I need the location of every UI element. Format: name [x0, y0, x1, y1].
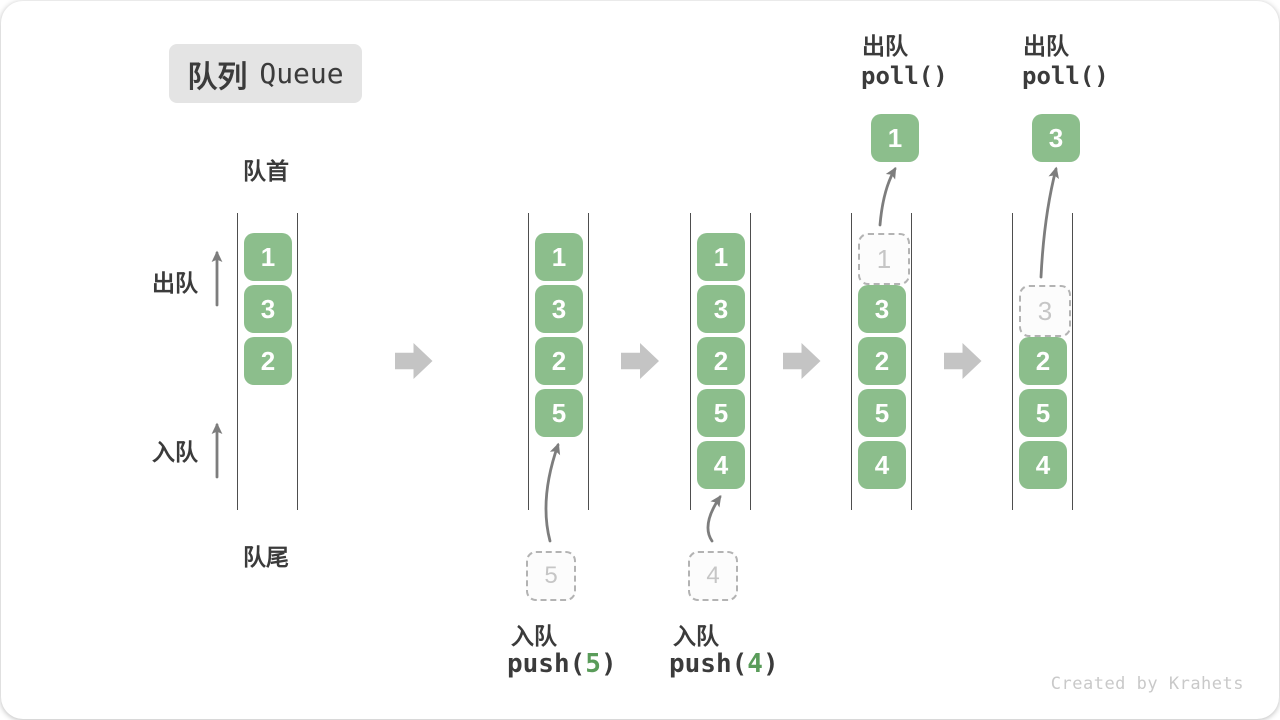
label-enqueue-side: 入队 [152, 439, 198, 465]
push-arg-value: 4 [747, 649, 763, 679]
queue-channel [528, 213, 589, 510]
queue-item: 2 [535, 337, 583, 385]
queue-item: 3 [858, 285, 906, 333]
dequeue-label: 出队 [862, 33, 908, 59]
queue-channel [690, 213, 751, 510]
dequeued-item: 1 [871, 114, 919, 162]
queue-item-removed: 3 [1019, 285, 1071, 337]
queue-item: 5 [697, 389, 745, 437]
queue-item: 5 [1019, 389, 1067, 437]
enqueue-label: 入队 [511, 623, 557, 649]
label-queue-rear: 队尾 [243, 544, 289, 570]
queue-item: 3 [535, 285, 583, 333]
queue-item: 4 [1019, 441, 1067, 489]
title-en: Queue [259, 57, 344, 90]
queue-item: 4 [697, 441, 745, 489]
queue-channel [237, 213, 298, 510]
watermark: Created by Krahets [1050, 674, 1244, 694]
enqueue-label: 入队 [673, 623, 719, 649]
queue-item: 1 [244, 233, 292, 281]
label-queue-front: 队首 [243, 158, 289, 184]
poll-code-label: poll() [1022, 62, 1109, 90]
queue-item: 1 [535, 233, 583, 281]
queue-item: 5 [535, 389, 583, 437]
label-dequeue-side: 出队 [152, 270, 198, 296]
title-zh: 队列 [187, 60, 248, 94]
queue-item: 2 [858, 337, 906, 385]
incoming-item: 4 [688, 551, 738, 601]
queue-item: 2 [244, 337, 292, 385]
queue-item-removed: 1 [858, 233, 910, 285]
poll-code-label: poll() [861, 62, 948, 90]
title-badge: 队列 Queue [169, 44, 362, 103]
queue-item: 4 [858, 441, 906, 489]
dequeue-label: 出队 [1023, 33, 1069, 59]
queue-item: 3 [697, 285, 745, 333]
push-code-label: push(4) [669, 649, 779, 679]
queue-item: 3 [244, 285, 292, 333]
push-code-label: push(5) [507, 649, 617, 679]
queue-channel [851, 213, 912, 510]
incoming-item: 5 [526, 551, 576, 601]
push-arg-value: 5 [585, 649, 601, 679]
queue-item: 5 [858, 389, 906, 437]
queue-item: 1 [697, 233, 745, 281]
queue-channel [1012, 213, 1073, 510]
dequeued-item: 3 [1032, 114, 1080, 162]
queue-item: 2 [1019, 337, 1067, 385]
queue-item: 2 [697, 337, 745, 385]
